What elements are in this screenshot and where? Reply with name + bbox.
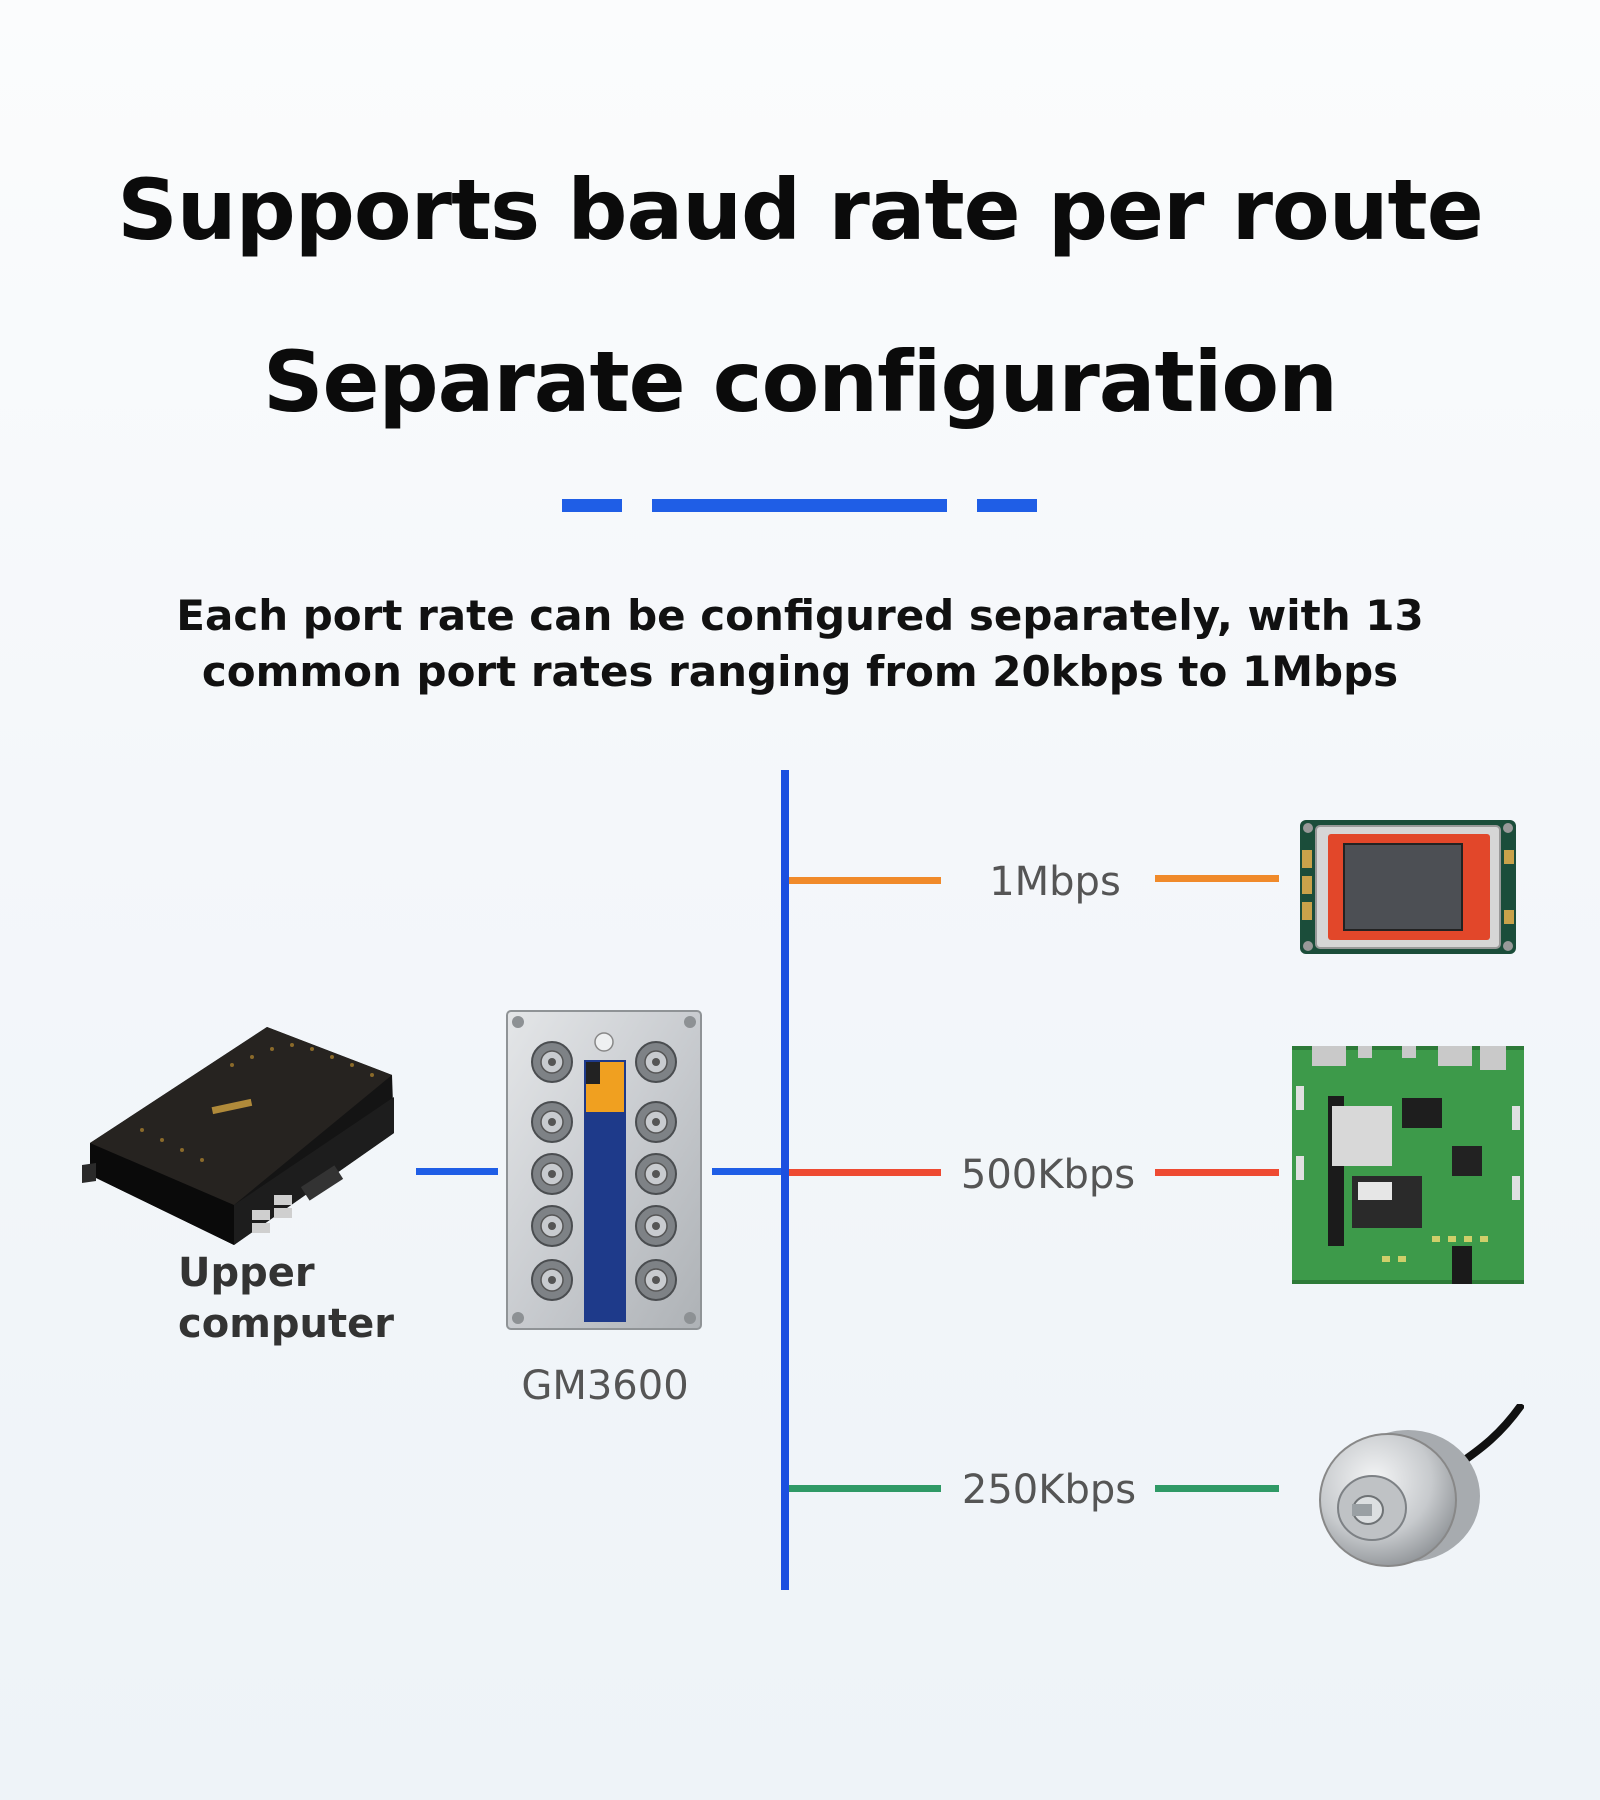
branch-1-wire-right <box>1155 875 1279 882</box>
circuit-board-icon <box>1292 1046 1524 1284</box>
gm3600-gateway-device-icon <box>506 1010 702 1330</box>
link-upper-to-gateway <box>416 1168 498 1175</box>
link-gateway-to-bus <box>712 1168 784 1175</box>
branch-2-rate-label: 500Kbps <box>960 1152 1136 1198</box>
branch-1-rate-label: 1Mbps <box>989 859 1121 905</box>
upper-computer-device-icon <box>82 1027 394 1245</box>
branch-1-wire-left <box>789 877 941 884</box>
branch-3-rate-label: 250Kbps <box>961 1467 1137 1513</box>
divider-dash-left <box>562 499 622 512</box>
branch-3-wire-left <box>789 1485 941 1492</box>
subtitle-line-2: common port rates ranging from 20kbps to… <box>201 647 1399 696</box>
subtitle-line-1: Each port rate can be configured separat… <box>176 591 1424 640</box>
subtitle: Each port rate can be configured separat… <box>150 588 1450 700</box>
divider-dash-right <box>977 499 1037 512</box>
rotary-encoder-icon <box>1319 1404 1524 1567</box>
branch-2-wire-right <box>1155 1169 1279 1176</box>
heading-line-1: Supports baud rate per route <box>117 161 1483 259</box>
gm3600-label: GM3600 <box>521 1363 689 1409</box>
upper-computer-label-line-1: Upper <box>178 1250 315 1296</box>
bus-vertical-line <box>781 770 789 1590</box>
branch-3-wire-right <box>1155 1485 1279 1492</box>
upper-computer-label-line-2: computer <box>178 1301 394 1347</box>
display-board-icon <box>1300 820 1516 954</box>
divider-dash-center <box>652 499 947 512</box>
branch-2-wire-left <box>789 1169 941 1176</box>
heading-line-2: Separate configuration <box>263 333 1338 431</box>
upper-computer-label: Upper computer <box>178 1248 394 1350</box>
